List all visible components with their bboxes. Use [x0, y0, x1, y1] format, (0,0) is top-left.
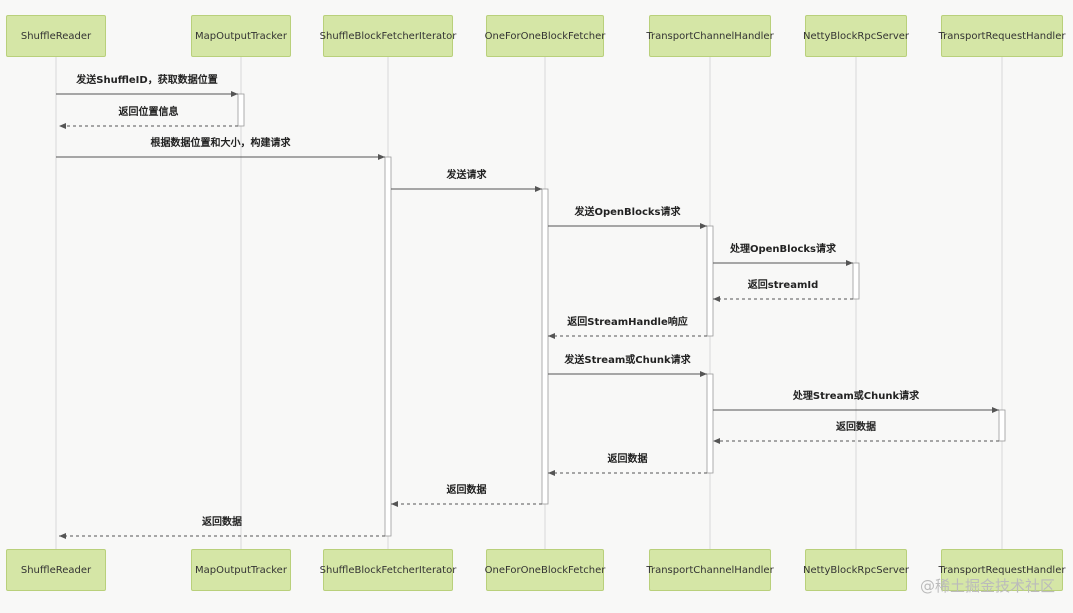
participant-top-4: TransportChannelHandler [646, 15, 774, 57]
activation-bar-3 [706, 225, 714, 337]
participant-bottom-3: OneForOneBlockFetcher [485, 549, 605, 591]
message-label-9: 处理Stream或Chunk请求 [792, 391, 920, 402]
message-label-5: 处理OpenBlocks请求 [729, 244, 837, 255]
message-label-10: 返回数据 [836, 422, 876, 433]
activation-bar-6 [998, 409, 1006, 442]
message-label-8: 发送Stream或Chunk请求 [564, 355, 691, 366]
participant-top-0: ShuffleReader [6, 15, 106, 57]
participant-top-6: TransportRequestHandler [939, 15, 1065, 57]
activation-bar-0 [237, 93, 245, 127]
message-label-12: 返回数据 [446, 485, 487, 496]
message-label-4: 发送OpenBlocks请求 [574, 207, 681, 218]
participant-bottom-5: NettyBlockRpcServer [803, 549, 909, 591]
participant-top-5: NettyBlockRpcServer [803, 15, 909, 57]
message-label-2: 根据数据位置和大小，构建请求 [150, 138, 291, 149]
activation-bar-5 [706, 373, 714, 474]
message-label-6: 返回streamId [747, 280, 819, 291]
participant-bottom-6: TransportRequestHandler [939, 549, 1065, 591]
participant-bottom-0: ShuffleReader [6, 549, 106, 591]
message-label-3: 发送请求 [446, 170, 487, 181]
participant-bottom-2: ShuffleBlockFetcherIterator [320, 549, 456, 591]
participant-top-2: ShuffleBlockFetcherIterator [320, 15, 456, 57]
message-label-7: 返回StreamHandle响应 [567, 317, 688, 328]
message-label-0: 发送ShuffleID，获取数据位置 [76, 75, 218, 86]
participant-top-1: MapOutputTracker [191, 15, 291, 57]
activation-bar-2 [541, 188, 549, 505]
watermark: @稀土掘金技术社区 [919, 577, 1055, 595]
activation-bar-4 [852, 262, 860, 300]
message-label-13: 返回数据 [202, 517, 242, 528]
activation-bar-1 [384, 156, 392, 537]
participant-top-3: OneForOneBlockFetcher [485, 15, 605, 57]
participant-bottom-4: TransportChannelHandler [646, 549, 774, 591]
message-label-11: 返回数据 [607, 454, 648, 465]
participant-bottom-1: MapOutputTracker [191, 549, 291, 591]
message-label-1: 返回位置信息 [118, 107, 179, 118]
